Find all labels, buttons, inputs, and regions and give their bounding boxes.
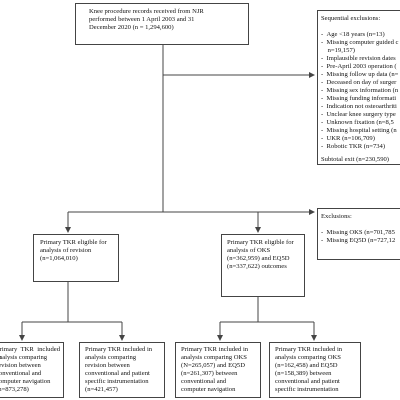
box-rev-nav-line: computer navigation [0, 378, 51, 385]
box-rev-nav-line: Primary TKR included in [0, 346, 60, 361]
oks-box-line-2: analysis of OKS [227, 247, 271, 254]
box-rev-nav-line: (n=873,278) [0, 386, 29, 393]
exclusions-title: Exclusions: [321, 213, 352, 220]
box-rev-nav-line: revision between [0, 362, 41, 369]
box-oks-nav-line: (n=261,307) between [181, 370, 238, 377]
box-oks-nav-line: (N=265,057) and EQ5D [181, 362, 245, 369]
sequential-exclusions-item: - Pre-April 2003 operation ( [321, 63, 397, 70]
revision-box-line-2: analysis of revision [40, 247, 92, 254]
box-oks-nav-line: analysis comparing OKS [181, 354, 247, 361]
sequential-exclusions-box: Sequential exclusions: - Age <18 years (… [317, 10, 400, 165]
exclusions-item: - Missing EQ5D (n=727,12 [321, 237, 396, 244]
top-box-line-1: Knee procedure records received from NJR [89, 8, 204, 15]
top-box-line-3: December 2020 (n = 1,294,600) [89, 24, 174, 31]
oks-box-line-4: (n=337,622) outcomes [227, 263, 287, 270]
box-rev-psi-line: conventional and patient [85, 370, 150, 377]
sequential-exclusions-item: n=19,157) [327, 47, 355, 54]
box-oks-psi-line: analysis comparing OKS [275, 354, 341, 361]
box-oks-psi-line: (n=158,389) between [275, 370, 332, 377]
top-box-line-2: performed between 1 April 2003 and 31 [89, 16, 195, 23]
sequential-exclusions-item: - UKR (n=106,709) [321, 135, 375, 142]
box-rev-nav-line: conventional and [0, 370, 42, 377]
box-rev-nav-line: analysis comparing [0, 354, 48, 361]
sequential-exclusions-item: - Unknown fixation (n=8,5 [321, 119, 394, 126]
sequential-exclusions-item: - Missing computer guided c [321, 39, 399, 46]
box-oks-psi-line: conventional and patient [275, 378, 340, 385]
box-oks-navigation: Primary TKR included in analysis compari… [175, 342, 261, 398]
oks-box-line-3: (n=362,959) and EQ5D [227, 255, 290, 262]
sequential-exclusions-subtotal: Subtotal exit (n=230,590) [321, 156, 390, 163]
box-revision-navigation: Primary TKR included in analysis compari… [0, 342, 64, 398]
box-oks-psi: Primary TKR included in analysis compari… [269, 342, 361, 398]
box-rev-psi-line: Primary TKR included in [85, 346, 153, 353]
sequential-exclusions-item: - Indication not osteoarthriti [321, 103, 397, 110]
sequential-exclusions-item: - Implausible revision dates [321, 55, 396, 62]
box-revision-psi: Primary TKR included in analysis compari… [79, 342, 165, 398]
exclusions-box: Exclusions: - Missing OKS (n=701,785 - M… [317, 208, 400, 260]
box-rev-psi-line: revision between [85, 362, 130, 369]
sequential-exclusions-item: - Missing hospital setting (n [321, 127, 397, 134]
sequential-exclusions-item: - Age <18 years (n=13) [321, 31, 385, 38]
box-oks-psi-line: (n=162,458) and EQ5D [275, 362, 338, 369]
sequential-exclusions-title: Sequential exclusions: [321, 15, 381, 22]
box-oks-nav-line: computer navigation [181, 386, 236, 393]
sequential-exclusions-item: - Missing follow up data (n= [321, 71, 399, 78]
box-oks-psi-line: specific instrumentation [275, 386, 339, 393]
revision-box-line-3: (n=1,064,010) [40, 255, 78, 262]
box-oks-nav-line: conventional and [181, 378, 227, 385]
box-oks-nav-line: Primary TKR included in [181, 346, 249, 353]
sequential-exclusions-item: - Robotic TKR (n=734) [321, 143, 386, 150]
exclusions-item: - Missing OKS (n=701,785 [321, 229, 395, 236]
box-rev-psi-line: specific instrumentation [85, 378, 149, 385]
sequential-exclusions-item: - Missing funding informati [321, 95, 397, 102]
top-records-box: Knee procedure records received from NJR… [75, 3, 249, 45]
sequential-exclusions-item: - Unclear knee surgery type [321, 111, 396, 118]
revision-box-line-1: Primary TKR eligible for [40, 239, 107, 246]
box-oks-psi-line: Primary TKR included in [275, 346, 343, 353]
sequential-exclusions-item: - Deceased on day of surger [321, 79, 397, 86]
oks-eligible-box: Primary TKR eligible for analysis of OKS… [221, 234, 305, 297]
box-rev-psi-line: (n=421,457) [85, 386, 118, 393]
oks-box-line-1: Primary TKR eligible for [227, 239, 294, 246]
revision-eligible-box: Primary TKR eligible for analysis of rev… [33, 234, 119, 282]
sequential-exclusions-item: - Missing sex information (n [321, 87, 399, 94]
box-rev-psi-line: analysis comparing [85, 354, 137, 361]
